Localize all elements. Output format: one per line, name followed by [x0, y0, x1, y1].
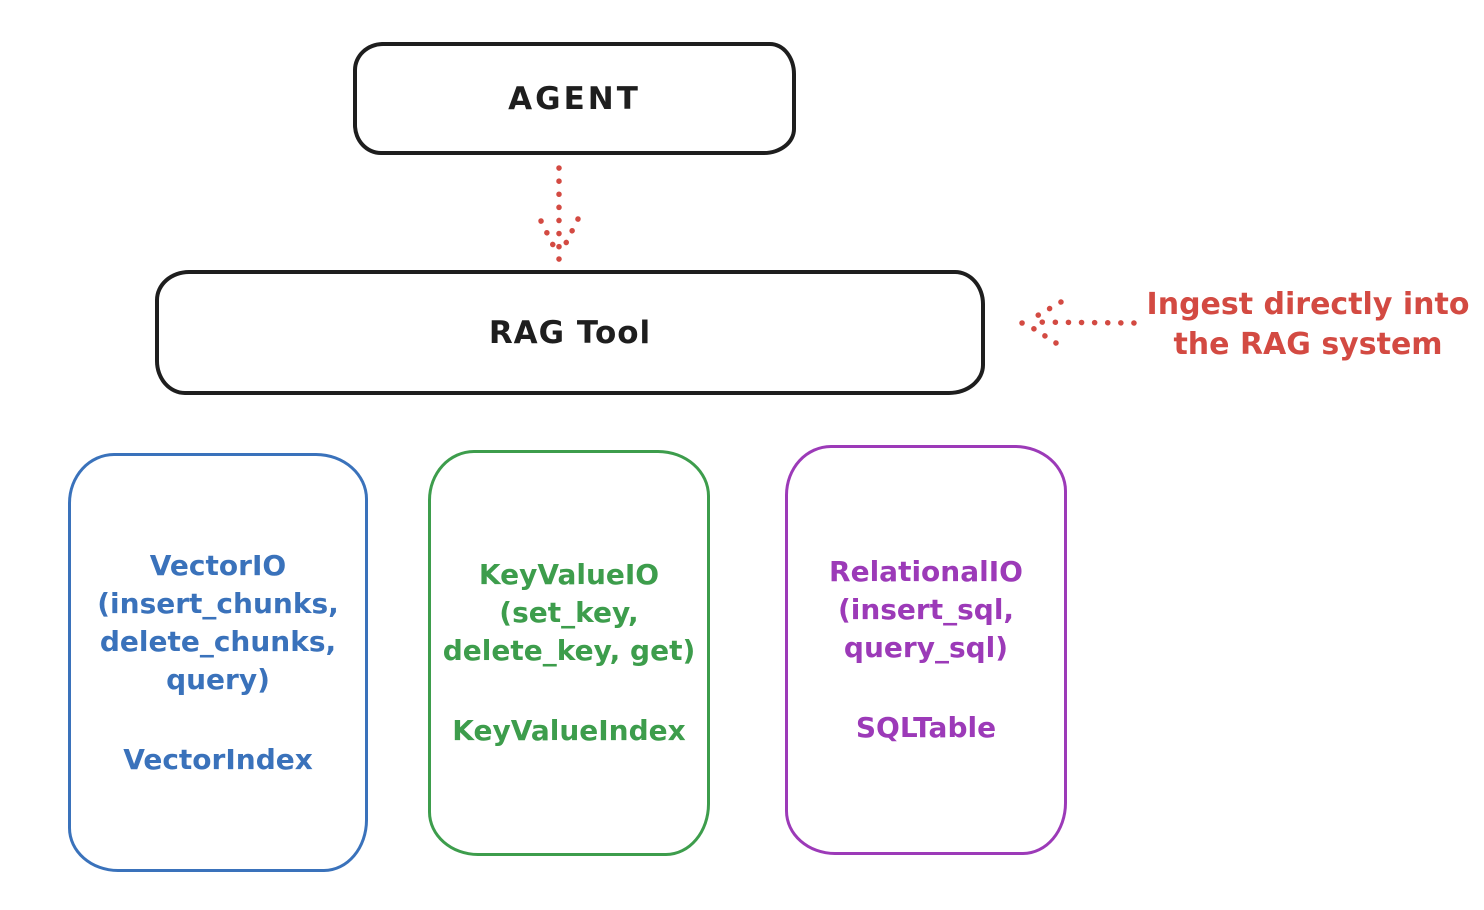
keyvalue-io-box: KeyValueIO (set_key, delete_key, get) Ke…: [428, 450, 710, 856]
vector-io-line: delete_chunks,: [99, 624, 337, 658]
vector-io-line: (insert_chunks,: [97, 586, 339, 620]
keyvalue-io-line: KeyValueIO: [478, 558, 660, 591]
ingest-annotation-line-1: Ingest directly into: [1146, 287, 1470, 322]
vector-io-line: query): [166, 662, 270, 696]
vector-io-box: VectorIO (insert_chunks, delete_chunks, …: [68, 453, 368, 872]
keyvalue-index-label: KeyValueIndex: [452, 714, 686, 747]
agent-box: AGENT: [353, 42, 796, 155]
vector-index-label: VectorIndex: [123, 742, 313, 776]
dotted-arrow-down-icon: [538, 165, 581, 263]
ingest-annotation: Ingest directly into the RAG system: [1138, 285, 1478, 365]
relational-io-line: RelationalIO: [829, 555, 1023, 588]
rag-tool-box-label: RAG Tool: [488, 314, 652, 351]
keyvalue-io-line: delete_key, get): [442, 634, 696, 667]
ingest-annotation-line-2: the RAG system: [1173, 327, 1443, 362]
vector-io-line: VectorIO: [149, 548, 287, 582]
agent-box-label: AGENT: [508, 80, 641, 117]
relational-io-box: RelationalIO (insert_sql, query_sql) SQL…: [785, 445, 1067, 855]
dotted-arrow-left-icon: [1019, 299, 1137, 346]
relational-index-label: SQLTable: [855, 711, 997, 744]
keyvalue-io-line: (set_key,: [499, 596, 639, 629]
relational-io-line: query_sql): [843, 631, 1009, 664]
relational-io-line: (insert_sql,: [837, 593, 1015, 626]
rag-tool-box: RAG Tool: [155, 270, 985, 395]
